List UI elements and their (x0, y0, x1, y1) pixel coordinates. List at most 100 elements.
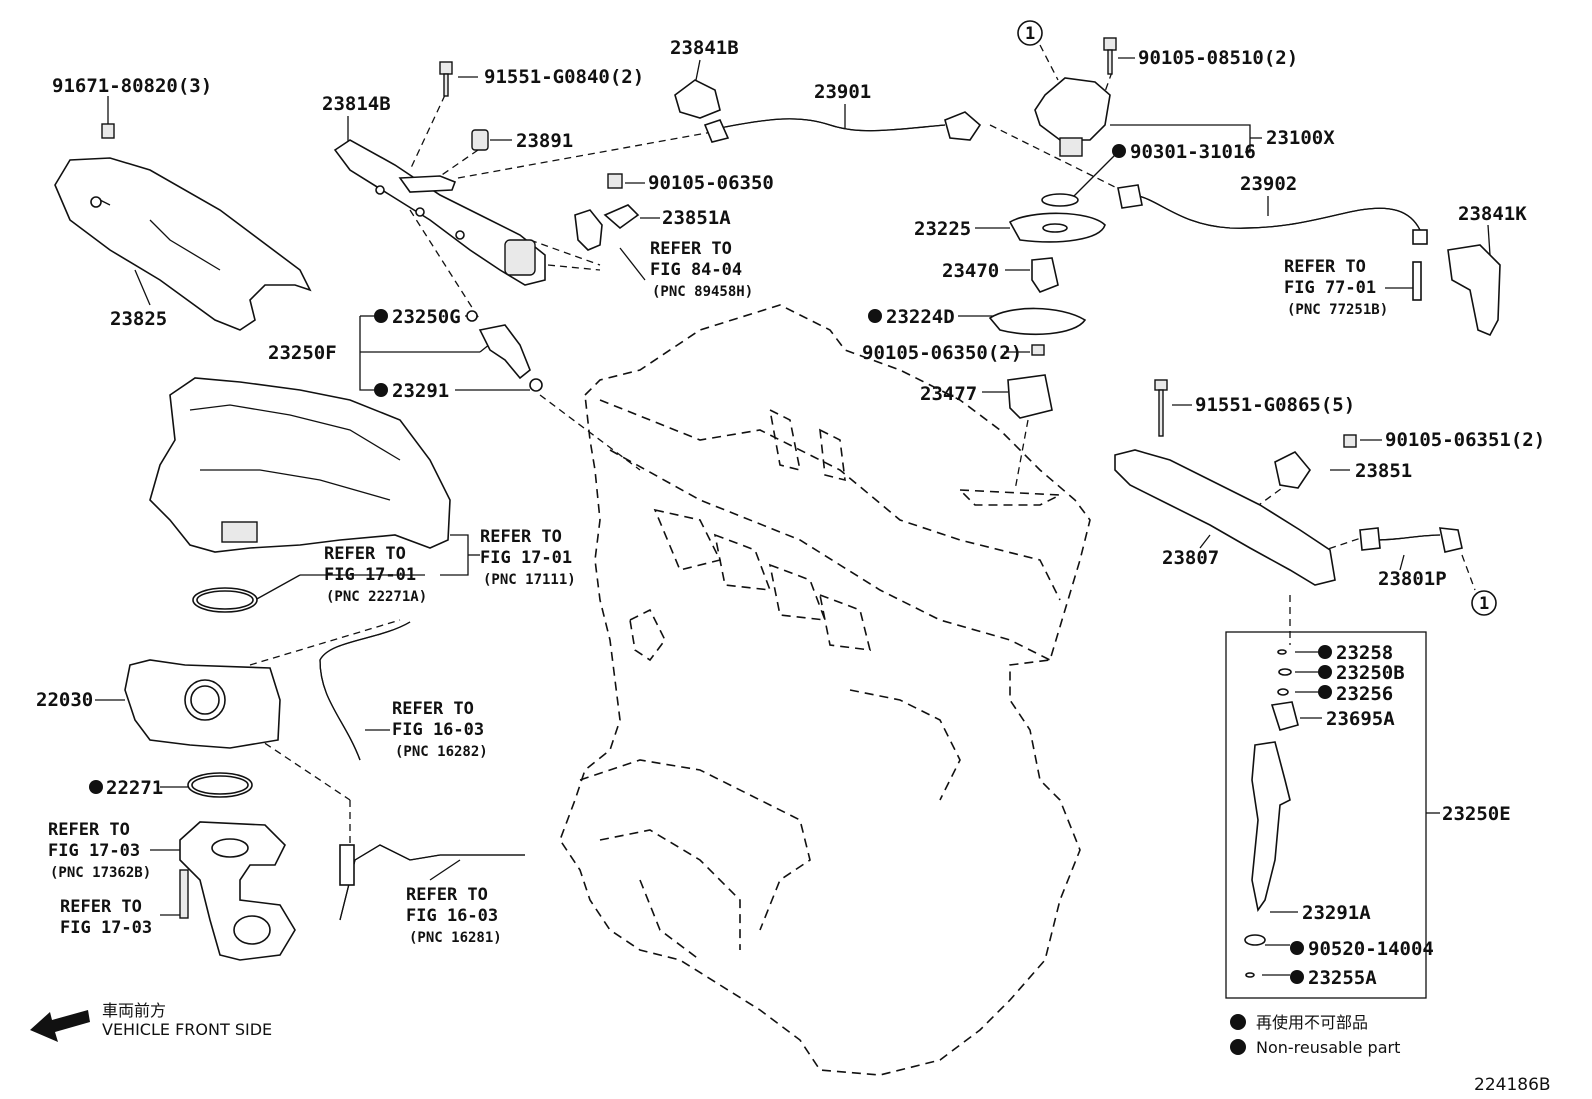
label-23250B[interactable]: 23250B (1336, 662, 1405, 684)
fuel-rail-23814B (333, 61, 546, 286)
callout-circle-1-bottom: 1 (1479, 594, 1489, 614)
heat-insulator-23825 (54, 123, 312, 331)
svg-text:(PNC 77251B): (PNC 77251B) (1287, 302, 1388, 318)
hose-upper (319, 621, 411, 761)
svg-text:(PNC 16282): (PNC 16282) (395, 744, 488, 760)
refer-fig-17-01-manifold[interactable]: REFER TO FIG 17-01 (PNC 17111) (480, 527, 576, 588)
label-23225[interactable]: 23225 (914, 218, 971, 240)
legend: 再使用不可部品 Non-reusable part (1256, 1013, 1400, 1057)
label-23901[interactable]: 23901 (814, 81, 871, 103)
refer-fig-77-01[interactable]: REFER TO FIG 77-01 (PNC 77251B) (1284, 257, 1388, 318)
part-labels: 91671-80820(3) 23825 23814B 91551-G0840(… (36, 24, 1545, 989)
svg-text:(PNC 22271A): (PNC 22271A) (326, 589, 427, 605)
svg-text:REFER TO: REFER TO (650, 239, 732, 259)
front-arrow-icon (30, 1010, 90, 1042)
direct-injector-23250E (1244, 649, 1299, 978)
non-reusable-markers (89, 144, 1332, 1055)
pipe-23902 (1117, 184, 1428, 245)
label-23807[interactable]: 23807 (1162, 547, 1219, 569)
svg-text:REFER TO: REFER TO (60, 897, 142, 917)
svg-text:REFER TO: REFER TO (1284, 257, 1366, 277)
label-90105-06350[interactable]: 90105-06350 (648, 172, 774, 194)
vehicle-front-indicator: 車両前方 VEHICLE FRONT SIDE (30, 1001, 272, 1042)
label-23250F[interactable]: 23250F (268, 342, 337, 364)
refer-fig-17-01-ring[interactable]: REFER TO FIG 17-01 (PNC 22271A) (324, 544, 427, 605)
label-23801P[interactable]: 23801P (1378, 568, 1447, 590)
bracket-23841B (674, 79, 721, 119)
callout-circle-1-top: 1 (1025, 24, 1035, 44)
svg-text:(PNC 17111): (PNC 17111) (483, 572, 576, 588)
svg-text:FIG 16-03: FIG 16-03 (406, 906, 498, 926)
front-label-en: VEHICLE FRONT SIDE (102, 1020, 272, 1039)
refer-fig-17-03-upper[interactable]: REFER TO FIG 17-03 (PNC 17362B) (48, 820, 151, 881)
refer-fig-17-03-lower[interactable]: REFER TO FIG 17-03 (60, 897, 152, 938)
refer-fig-16-03-upper[interactable]: REFER TO FIG 16-03 (PNC 16282) (392, 699, 488, 760)
label-22271[interactable]: 22271 (106, 777, 163, 799)
pump-mount-parts (988, 212, 1106, 419)
svg-text:(PNC 89458H): (PNC 89458H) (652, 284, 753, 300)
svg-text:(PNC 17362B): (PNC 17362B) (50, 865, 151, 881)
label-23250E[interactable]: 23250E (1442, 803, 1511, 825)
legend-jp: 再使用不可部品 (1256, 1013, 1368, 1032)
bracket-23841K (1412, 244, 1501, 337)
refer-to-blocks: REFER TO FIG 84-04 (PNC 89458H) REFER TO… (48, 239, 1388, 946)
injector-23250F (466, 310, 543, 392)
svg-text:(PNC 16281): (PNC 16281) (409, 930, 502, 946)
svg-text:REFER TO: REFER TO (392, 699, 474, 719)
label-23841K[interactable]: 23841K (1458, 203, 1527, 225)
label-90105-06351[interactable]: 90105-06351(2) (1385, 429, 1545, 451)
label-23902[interactable]: 23902 (1240, 173, 1297, 195)
label-23291A[interactable]: 23291A (1302, 902, 1371, 924)
refer-fig-16-03-lower[interactable]: REFER TO FIG 16-03 (PNC 16281) (406, 885, 502, 946)
label-22030[interactable]: 22030 (36, 689, 93, 711)
intake-manifold (149, 377, 451, 613)
label-23814B[interactable]: 23814B (322, 93, 391, 115)
label-23695A[interactable]: 23695A (1326, 708, 1395, 730)
legend-en: Non-reusable part (1256, 1038, 1400, 1057)
label-91671-80820[interactable]: 91671-80820(3) (52, 75, 212, 97)
svg-text:FIG 17-03: FIG 17-03 (60, 918, 152, 938)
sensor-23851A (574, 173, 640, 251)
engine-outline (559, 304, 1091, 1076)
label-23470[interactable]: 23470 (942, 260, 999, 282)
refer-fig-84-04[interactable]: REFER TO FIG 84-04 (PNC 89458H) (650, 239, 753, 300)
label-23100X[interactable]: 23100X (1266, 127, 1335, 149)
svg-text:FIG 17-01: FIG 17-01 (480, 548, 572, 568)
hose-lower (339, 844, 525, 921)
svg-text:REFER TO: REFER TO (48, 820, 130, 840)
label-23224D[interactable]: 23224D (886, 306, 955, 328)
label-90301-31016[interactable]: 90301-31016 (1130, 141, 1256, 163)
fuel-pump-23100X (1017, 20, 1117, 207)
label-90105-06350-2[interactable]: 90105-06350(2) (862, 342, 1022, 364)
label-23258[interactable]: 23258 (1336, 642, 1393, 664)
svg-text:FIG 17-01: FIG 17-01 (324, 565, 416, 585)
svg-text:FIG 77-01: FIG 77-01 (1284, 278, 1376, 298)
label-23291[interactable]: 23291 (392, 380, 449, 402)
delivery-pipe-23807 (1114, 379, 1497, 616)
front-label-jp: 車両前方 (102, 1001, 166, 1020)
svg-text:FIG 84-04: FIG 84-04 (650, 260, 742, 280)
label-23256[interactable]: 23256 (1336, 683, 1393, 705)
label-90105-08510[interactable]: 90105-08510(2) (1138, 47, 1298, 69)
label-91551-G0865[interactable]: 91551-G0865(5) (1195, 394, 1355, 416)
label-23477[interactable]: 23477 (920, 383, 977, 405)
throttle-adapter (179, 821, 296, 961)
label-23250G[interactable]: 23250G (392, 306, 461, 328)
label-23841B[interactable]: 23841B (670, 37, 739, 59)
svg-text:FIG 17-03: FIG 17-03 (48, 841, 140, 861)
label-23851[interactable]: 23851 (1355, 460, 1412, 482)
label-91551-G0840[interactable]: 91551-G0840(2) (484, 66, 644, 88)
throttle-body-22030 (124, 659, 281, 798)
svg-text:REFER TO: REFER TO (480, 527, 562, 547)
label-23255A[interactable]: 23255A (1308, 967, 1377, 989)
label-90520-14004[interactable]: 90520-14004 (1308, 938, 1434, 960)
svg-text:REFER TO: REFER TO (324, 544, 406, 564)
pipe-23901 (703, 111, 982, 143)
label-23891[interactable]: 23891 (516, 130, 573, 152)
svg-text:FIG 16-03: FIG 16-03 (392, 720, 484, 740)
label-23851A[interactable]: 23851A (662, 207, 731, 229)
label-23825[interactable]: 23825 (110, 308, 167, 330)
diagram-code: 224186B (1474, 1075, 1551, 1095)
svg-text:REFER TO: REFER TO (406, 885, 488, 905)
